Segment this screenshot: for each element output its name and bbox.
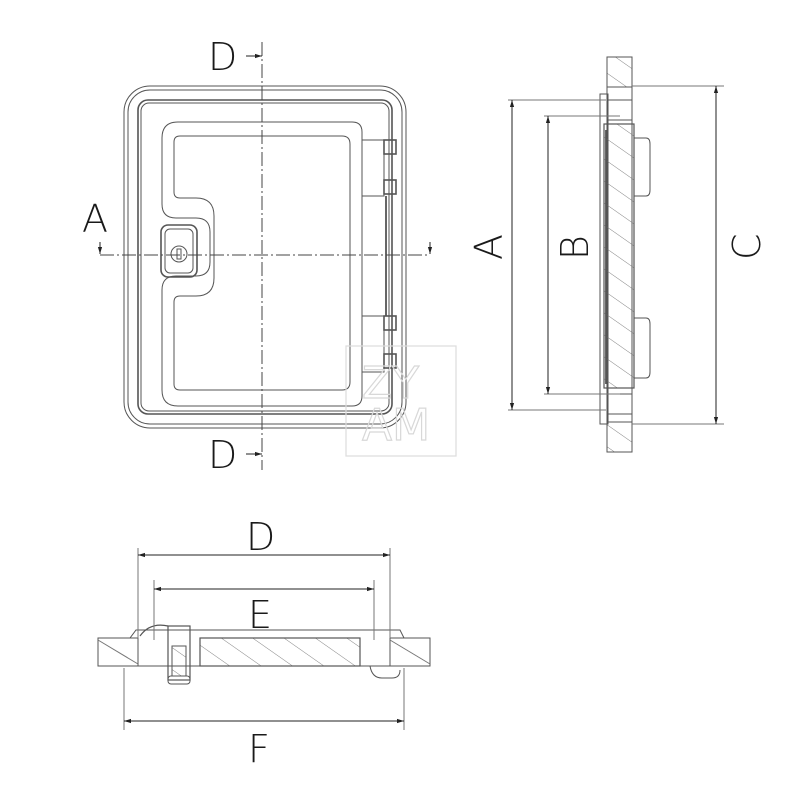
dimension-label-b: B (553, 235, 597, 260)
section-label-d-bottom: D (208, 433, 237, 477)
front-view (97, 42, 433, 470)
bottom-view (97, 548, 431, 730)
dimension-label-a: A (467, 234, 511, 260)
dimension-label-c: C (725, 233, 769, 260)
side-view (508, 56, 724, 453)
dimension-label-e: E (248, 593, 272, 637)
svg-text:AM: AM (362, 400, 430, 451)
watermark: ZY AM (345, 345, 457, 457)
dimension-label-f: F (248, 727, 270, 771)
svg-text:ZY: ZY (362, 358, 419, 409)
section-label-a: A (82, 197, 108, 241)
lock-icon (160, 224, 198, 278)
dimension-label-d: D (246, 515, 275, 559)
section-label-d-top: D (208, 35, 237, 79)
